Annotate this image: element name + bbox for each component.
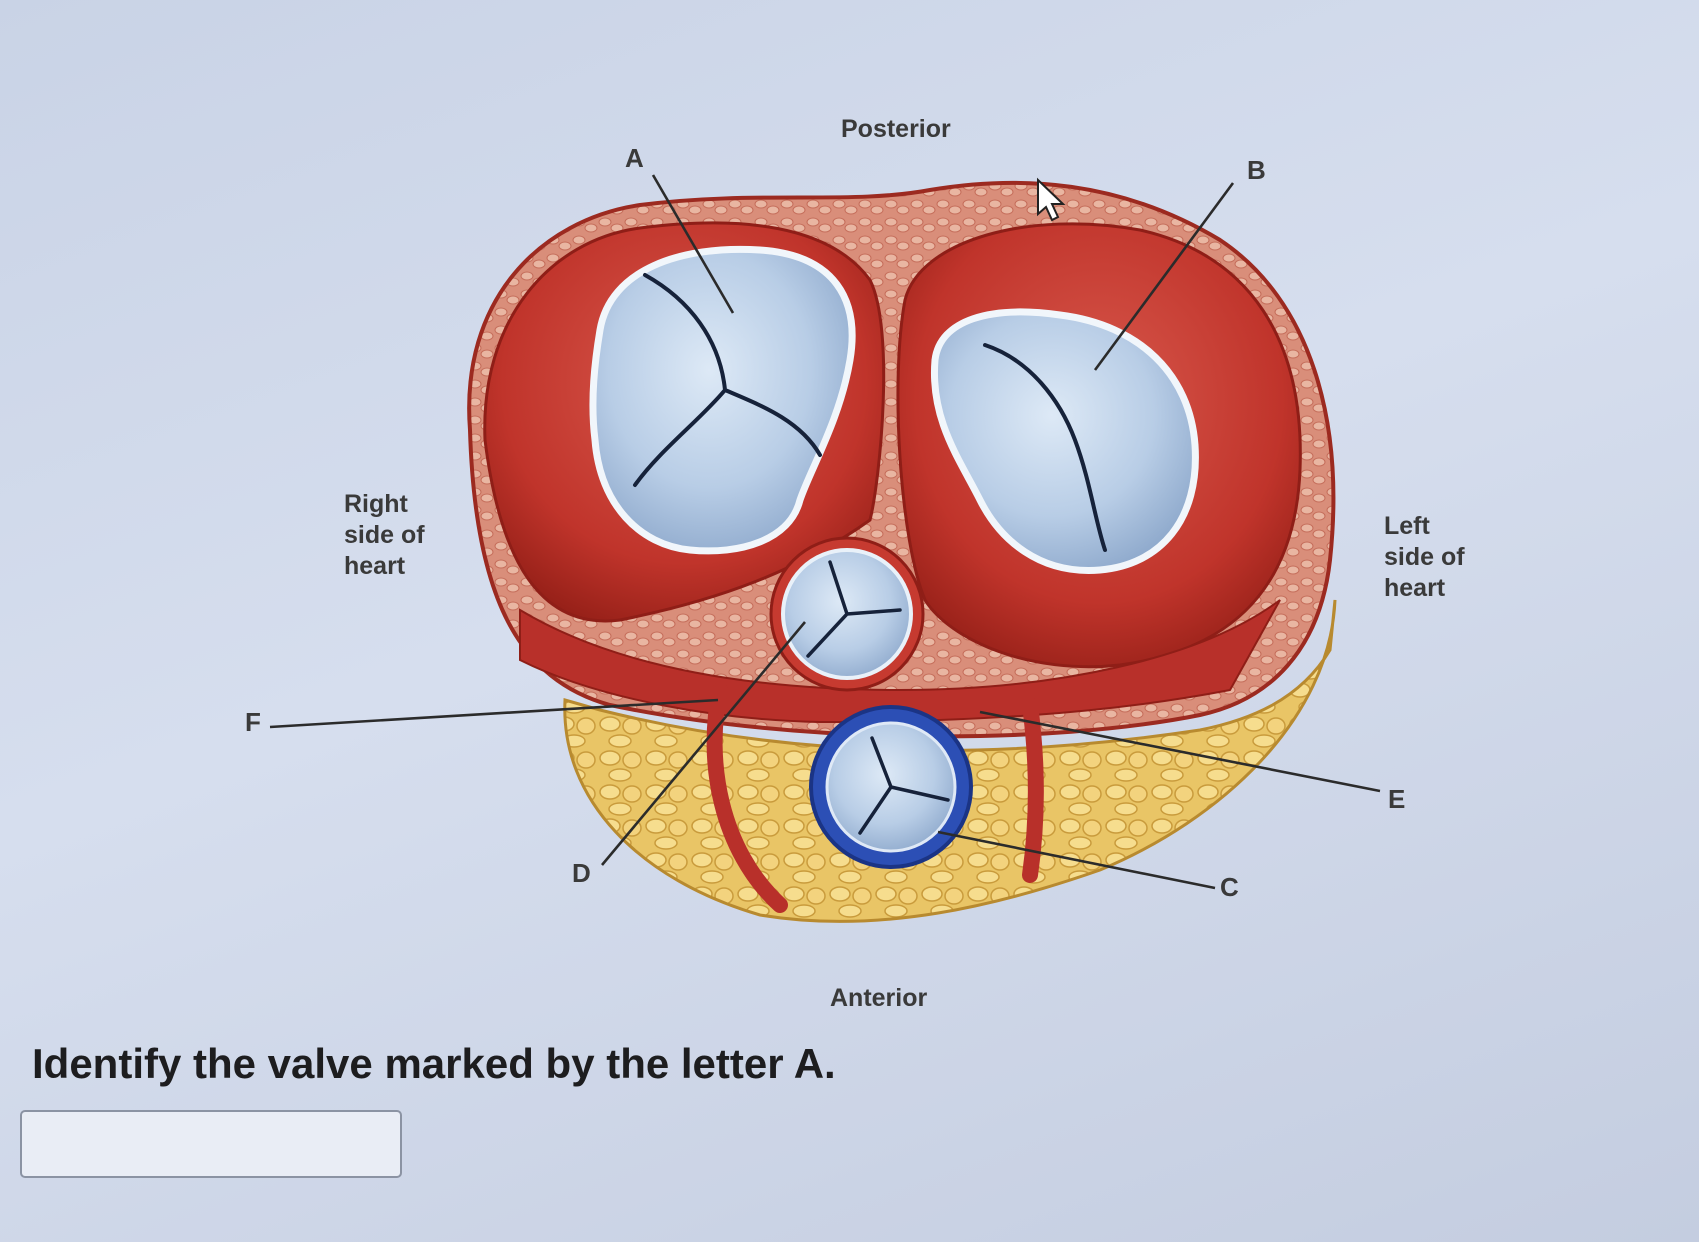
aortic-cusp-lines (806, 560, 902, 658)
leader-line-d (601, 621, 806, 866)
right-side-label: Right side of heart (344, 490, 425, 580)
leader-line-f (269, 698, 719, 729)
answer-input[interactable] (20, 1110, 402, 1178)
mouse-cursor-icon (1037, 177, 1066, 222)
left-side-label: Left side of heart (1384, 512, 1465, 602)
pulmonary-cusp-lines (858, 736, 950, 835)
question-prompt: Identify the valve marked by the letter … (32, 1040, 836, 1087)
leader-line-e (979, 710, 1381, 793)
marker-f: F (245, 707, 261, 737)
marker-c: C (1220, 872, 1239, 902)
right-coronary-artery (706, 682, 788, 913)
tricuspid-cusp-lines (633, 273, 822, 487)
posterior-label: Posterior (841, 115, 951, 143)
anterior-label: Anterior (830, 984, 928, 1012)
marker-d: D (572, 858, 591, 888)
leader-line-a (651, 174, 735, 314)
leader-lines (269, 174, 1381, 890)
tricuspid-valve (589, 245, 856, 555)
leader-line-b (1093, 182, 1235, 371)
marker-a: A (625, 143, 644, 173)
marker-b: B (1247, 155, 1266, 185)
marker-e: E (1388, 784, 1406, 814)
mitral-valve (930, 308, 1199, 574)
left-coronary-artery (1022, 697, 1044, 883)
leader-line-c (937, 830, 1216, 890)
mitral-cusp-line (983, 343, 1107, 552)
